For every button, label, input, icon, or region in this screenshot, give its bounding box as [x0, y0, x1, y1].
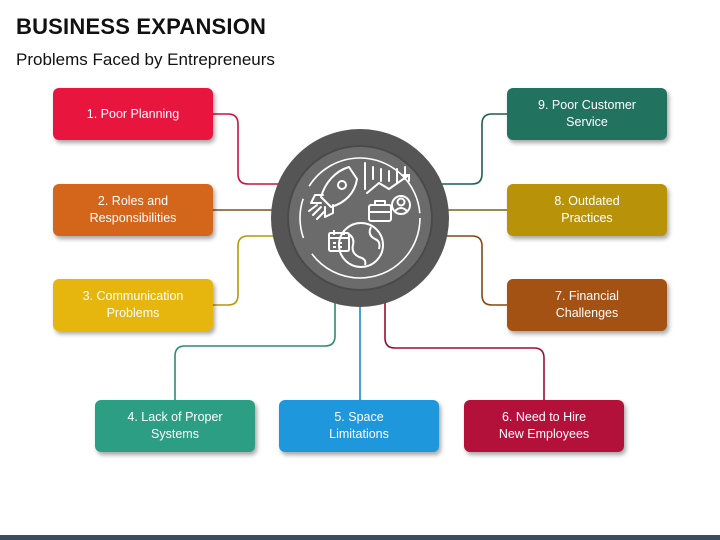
page-subtitle: Problems Faced by Entrepreneurs	[16, 50, 275, 69]
rocket-icon	[308, 166, 358, 220]
item-space-limitations: 5. Space Limitations	[279, 400, 439, 452]
person-icon	[391, 195, 411, 215]
item-label: 1. Poor Planning	[86, 106, 180, 121]
item-roles-responsibilities: 2. Roles and Responsibilities	[53, 184, 213, 236]
item-label: 9. Poor Customer Service	[538, 98, 636, 129]
connector-9	[440, 113, 507, 185]
globe-icon	[338, 222, 384, 268]
item-label: 3. Communication Problems	[82, 289, 184, 320]
page-title: BUSINESS EXPANSION	[16, 14, 267, 39]
item-outdated-practices: 8. Outdated Practices	[507, 184, 667, 236]
item-poor-planning: 1. Poor Planning	[53, 88, 213, 140]
item-need-to-hire: 6. Need to Hire New Employees	[464, 400, 624, 452]
item-label: 8. Outdated Practices	[554, 194, 620, 225]
item-communication-problems: 3. Communication Problems	[53, 279, 213, 331]
item-label: 2. Roles and Responsibilities	[89, 194, 177, 225]
growth-chart-icon	[364, 162, 410, 194]
business-growth-icon	[299, 157, 421, 279]
item-poor-customer-service: 9. Poor Customer Service	[507, 88, 667, 140]
item-lack-of-proper-systems: 4. Lack of Proper Systems	[95, 400, 255, 452]
connector-1	[213, 113, 280, 185]
item-label: 7. Financial Challenges	[555, 289, 619, 320]
item-label: 6. Need to Hire New Employees	[498, 410, 590, 441]
item-label: 4. Lack of Proper Systems	[127, 410, 223, 441]
item-label: 5. Space Limitations	[329, 410, 389, 441]
item-financial-challenges: 7. Financial Challenges	[507, 279, 667, 331]
connector-3	[213, 235, 280, 306]
connector-6	[384, 298, 545, 400]
briefcase-icon	[368, 200, 392, 222]
footer-bar	[0, 535, 720, 540]
calendar-icon	[328, 230, 350, 252]
connector-4	[174, 298, 336, 400]
connector-7	[440, 235, 507, 306]
